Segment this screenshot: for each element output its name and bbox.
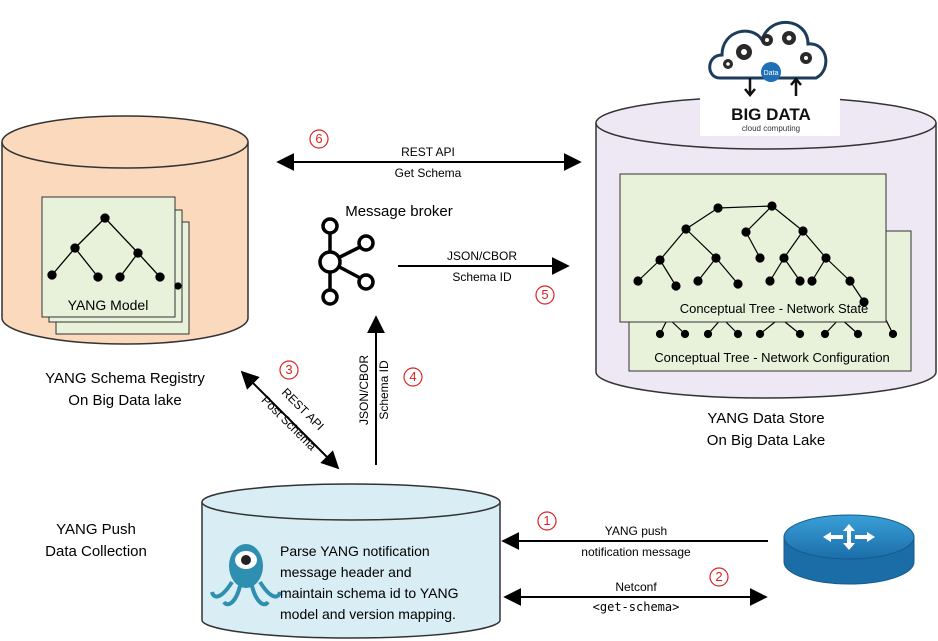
collection-cylinder	[201, 483, 501, 639]
network-state-tree-label: Conceptual Tree - Network State	[680, 301, 869, 316]
data-store-subtitle: On Big Data Lake	[707, 432, 825, 449]
collection-text-line-2: message header and	[280, 564, 412, 580]
flow3-step-number: 3	[285, 362, 292, 377]
data-badge-label: Data	[764, 70, 779, 77]
big-data-title: BIG DATA	[731, 105, 811, 124]
flow1-label-1: YANG push	[605, 524, 667, 538]
flow2-label-1: Netconf	[615, 580, 657, 594]
flow3-step-badge	[279, 360, 299, 380]
flow5-step-badge	[535, 285, 555, 305]
flow2-label-2: <get-schema>	[593, 600, 680, 614]
data-badge	[761, 62, 781, 82]
flow2-step-number: 2	[715, 569, 722, 584]
flow5-step-number: 5	[541, 287, 548, 302]
flow6-step-number: 6	[315, 131, 322, 146]
yang-model-tree	[47, 213, 182, 290]
router-icon	[783, 514, 915, 585]
big-data-subtitle: cloud computing	[742, 124, 800, 133]
collection-title: YANG Push	[56, 521, 136, 538]
collection-subtitle: Data Collection	[45, 543, 147, 560]
flow2-step-badge	[709, 567, 729, 587]
flow6-label-2: Get Schema	[395, 166, 462, 180]
message-broker-icon	[318, 217, 375, 306]
flow4-label-1: JSON/CBOR	[357, 355, 371, 425]
collection-text-line-3: maintain schema id to YANG	[280, 585, 458, 601]
up-arrow-icon	[790, 77, 802, 96]
gear-icon	[723, 31, 812, 69]
flow4-label-2: Schema ID	[377, 360, 391, 420]
flow1-label-2: notification message	[581, 545, 691, 559]
big-data-logo: Data BIG DATA cloud computing	[700, 0, 840, 136]
flow6-label-1: REST API	[401, 145, 455, 159]
flow6-step-badge	[309, 129, 329, 149]
yang-model-label: YANG Model	[68, 297, 149, 313]
network-config-tree-label: Conceptual Tree - Network Configuration	[654, 350, 890, 365]
collection-text-line-4: model and version mapping.	[280, 606, 456, 622]
flow5-label-2: Schema ID	[452, 270, 512, 284]
message-broker-label: Message broker	[345, 203, 453, 220]
octopus-icon	[210, 544, 282, 607]
flow1-step-number: 1	[543, 513, 550, 528]
schema-registry-title: YANG Schema Registry	[45, 370, 205, 387]
data-store-title: YANG Data Store	[707, 410, 824, 427]
collection-text-line-1: Parse YANG notification	[280, 543, 430, 559]
network-config-tree	[655, 317, 898, 339]
flow3-arrow	[240, 370, 340, 470]
flow1-step-badge	[537, 511, 557, 531]
yang-model-stack: YANG Model	[41, 196, 190, 335]
schema-registry-subtitle: On Big Data lake	[68, 392, 181, 409]
flow5-label-1: JSON/CBOR	[447, 249, 517, 263]
flow4-step-badge	[403, 367, 423, 387]
network-state-tree-panel: Conceptual Tree - Network State	[619, 173, 887, 323]
down-arrow-icon	[744, 78, 756, 97]
network-state-tree	[633, 201, 869, 307]
flow4-step-number: 4	[409, 369, 416, 384]
